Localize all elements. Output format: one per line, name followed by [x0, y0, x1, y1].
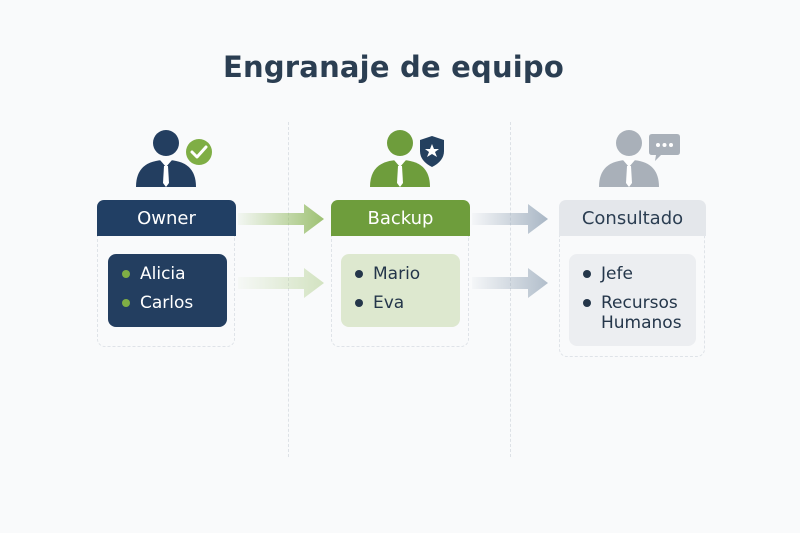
backup-person-icon [370, 130, 444, 187]
check-icon [186, 139, 212, 165]
arrow-right-icon [238, 268, 324, 298]
bullet [583, 270, 591, 278]
owner-members-card: Alicia Carlos [108, 254, 227, 327]
bullet [355, 299, 363, 307]
column-separator [288, 122, 289, 457]
backup-frame [331, 236, 469, 347]
consultado-frame [559, 236, 705, 357]
arrow-right-icon [472, 204, 548, 234]
arrow-right-icon [238, 204, 324, 234]
bullet [122, 299, 130, 307]
arrow-right-icon [472, 268, 548, 298]
column-separator [510, 122, 511, 457]
chat-bubble-icon [649, 134, 680, 161]
diagram-title: Engranaje de equipo [222, 50, 565, 84]
owner-header: Owner [97, 200, 236, 236]
consultado-person-icon [599, 130, 680, 187]
consultado-members-card: Jefe Recursos Humanos [569, 254, 696, 346]
bullet [355, 270, 363, 278]
member-item: Alicia [122, 264, 227, 284]
backup-header: Backup [331, 200, 470, 236]
member-item: Jefe [583, 264, 696, 284]
bullet [583, 299, 591, 307]
bullet [122, 270, 130, 278]
member-item: Mario [355, 264, 460, 284]
consultado-header: Consultado [559, 200, 706, 236]
member-item: Carlos [122, 293, 227, 313]
owner-frame [97, 236, 235, 347]
owner-person-icon [136, 130, 212, 187]
backup-members-card: Mario Eva [341, 254, 460, 327]
member-item: Recursos Humanos [583, 293, 682, 333]
member-item: Eva [355, 293, 460, 313]
